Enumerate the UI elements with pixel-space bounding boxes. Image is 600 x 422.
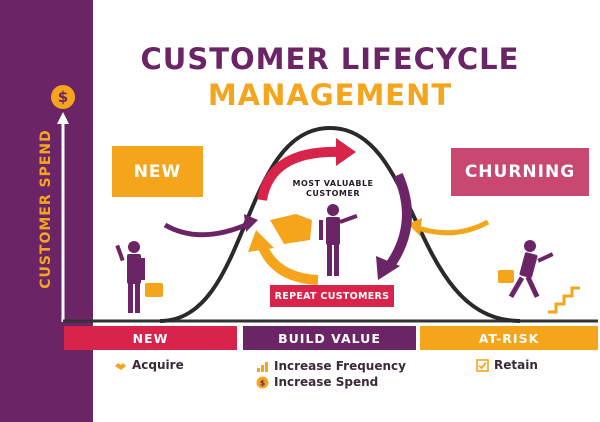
checkbox-icon xyxy=(476,358,489,372)
action-acquire-label: Acquire xyxy=(132,358,184,372)
coin-icon: $ xyxy=(256,376,269,389)
briefcase-churn-icon xyxy=(498,270,514,283)
businessman-valuable-icon xyxy=(319,204,358,276)
bar-chart-icon xyxy=(256,360,269,373)
cycle-arrow-bottom xyxy=(257,242,319,285)
businessman-new-icon xyxy=(115,241,145,313)
action-acquire: Acquire xyxy=(114,358,184,372)
segment-at-risk: AT-RISK xyxy=(420,326,598,350)
cycle-arrow-top xyxy=(257,146,341,202)
action-increase-spend: $ Increase Spend xyxy=(256,375,378,389)
svg-text:$: $ xyxy=(260,378,266,387)
briefcase-icon xyxy=(145,283,163,297)
action-retain-label: Retain xyxy=(494,358,538,372)
churn-arrow xyxy=(417,219,490,236)
segment-new: NEW xyxy=(64,326,237,350)
mvc-line-2: CUSTOMER xyxy=(306,189,360,198)
dollar-icon: $ xyxy=(51,85,75,109)
mvc-line-1: MOST VALUABLE xyxy=(292,179,374,188)
action-increase-frequency: Increase Frequency xyxy=(256,359,406,373)
segment-build-value: BUILD VALUE xyxy=(243,326,416,350)
new-inflow-arrow xyxy=(163,221,250,238)
most-valuable-customer-label: MOST VALUABLE CUSTOMER xyxy=(283,179,383,199)
action-increase-frequency-label: Increase Frequency xyxy=(274,359,406,373)
new-stage-box: NEW xyxy=(112,146,203,197)
action-increase-spend-label: Increase Spend xyxy=(274,375,379,389)
lifecycle-curve xyxy=(159,125,521,323)
title-line-1: CUSTOMER LIFECYCLE xyxy=(140,42,520,76)
cycle-arrowhead-bottom xyxy=(248,230,274,252)
flag-icon xyxy=(270,214,312,244)
y-axis-arrowhead xyxy=(57,112,69,124)
left-accent-bar xyxy=(0,0,93,422)
cycle-arrowhead-top xyxy=(336,138,356,166)
running-man-icon xyxy=(508,240,554,299)
handshake-icon xyxy=(114,359,127,372)
repeat-customers-label: REPEAT CUSTOMERS xyxy=(270,285,394,307)
new-inflow-arrowhead xyxy=(244,214,258,232)
stairs-icon xyxy=(548,286,580,314)
cycle-arrow-right xyxy=(383,172,412,271)
cycle-arrowhead-right xyxy=(376,256,400,280)
title-line-2: MANAGEMENT xyxy=(207,78,453,112)
churning-stage-box: CHURNING xyxy=(451,148,589,196)
action-retain: Retain xyxy=(476,358,538,372)
